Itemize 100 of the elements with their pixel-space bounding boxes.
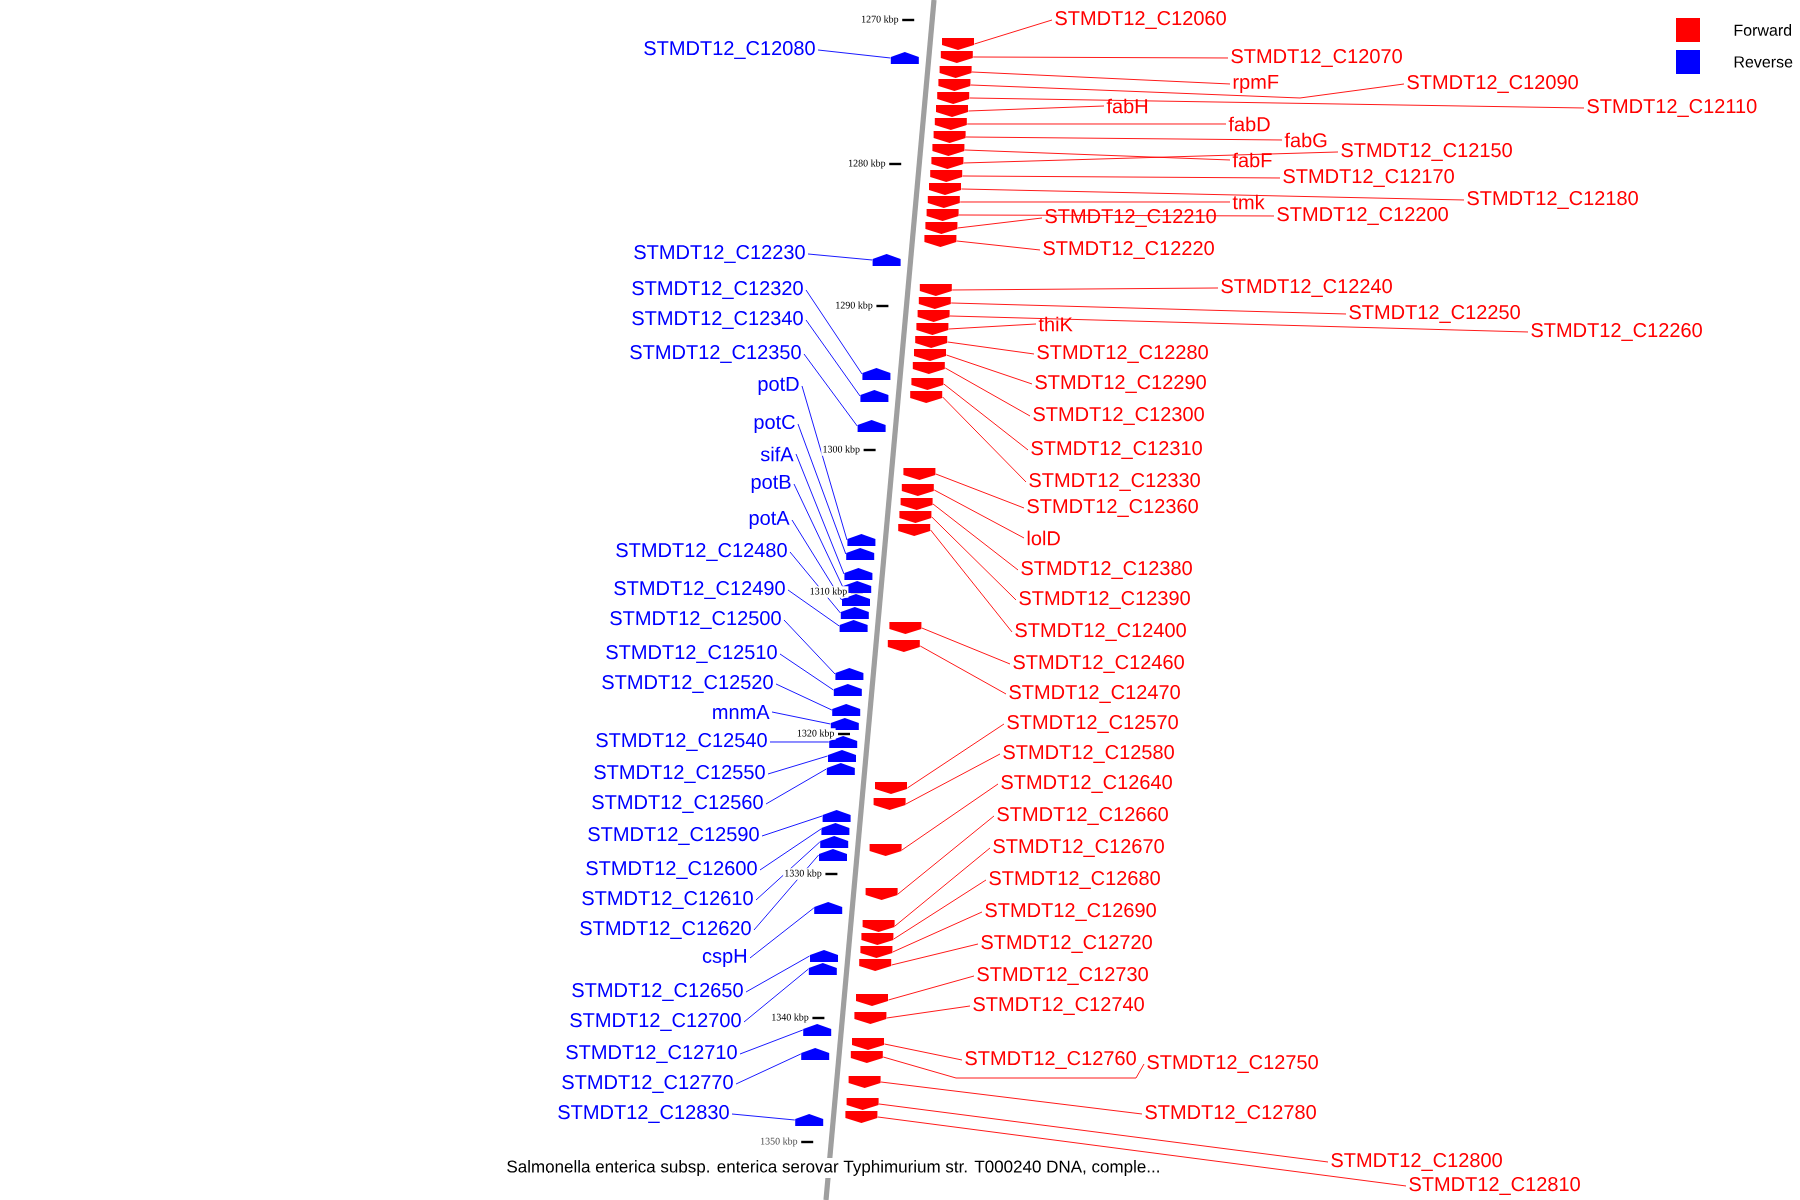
- gene-block: [934, 118, 967, 130]
- gene-label: STMDT12_C12220: [1043, 241, 1214, 259]
- leader-line: [761, 815, 823, 837]
- leader-line: [950, 302, 1347, 315]
- gene-label: STMDT12_C12110: [1587, 99, 1757, 117]
- leader-line: [919, 645, 1007, 695]
- gene-block: [887, 640, 920, 652]
- leader-line: [735, 1053, 802, 1085]
- leader-line: [932, 503, 1019, 571]
- gene-label: STMDT12_C12750: [1147, 1055, 1318, 1073]
- gene-block: [842, 594, 870, 606]
- gene-label: STMDT12_C12320: [632, 281, 803, 299]
- leader-line: [739, 1029, 804, 1055]
- gene-label: STMDT12_C12290: [1035, 375, 1206, 393]
- leader-line: [930, 529, 1013, 633]
- leader-line: [963, 151, 1339, 164]
- leader-line: [807, 253, 873, 261]
- gene-block: [845, 1111, 878, 1123]
- gene-label: STMDT12_C12510: [606, 645, 777, 663]
- gene-block: [901, 484, 934, 496]
- leader-line: [793, 483, 844, 588]
- gene-block: [846, 548, 875, 560]
- leader-line: [971, 71, 1231, 85]
- gene-label: STMDT12_C12400: [1015, 623, 1186, 641]
- gene-block: [826, 763, 855, 775]
- gene-block: [873, 798, 906, 810]
- gene-label: STMDT12_C12700: [570, 1013, 741, 1031]
- gene-block: [931, 157, 964, 169]
- leader-line: [789, 551, 841, 614]
- leader-line: [973, 19, 1053, 45]
- gene-block: [861, 933, 894, 945]
- leader-line: [882, 1056, 1145, 1079]
- gene-label: STMDT12_C12300: [1033, 407, 1204, 425]
- leader-line: [960, 188, 1465, 201]
- leader-line: [797, 423, 847, 555]
- gene-block: [936, 105, 968, 117]
- gene-block: [865, 888, 898, 900]
- gene-label: STMDT12_C12330: [1029, 473, 1200, 491]
- leader-line: [945, 354, 1033, 385]
- gene-label: STMDT12_C12550: [594, 765, 765, 783]
- leader-line: [880, 1081, 1143, 1115]
- gene-label: STMDT12_C12170: [1283, 169, 1454, 187]
- leader-line: [883, 1043, 963, 1061]
- gene-label: rpmF: [1233, 75, 1279, 93]
- gene-block: [930, 170, 963, 182]
- gene-label: STMDT12_C12610: [582, 891, 753, 909]
- gene-block: [847, 534, 876, 546]
- gene-block: [846, 1098, 879, 1110]
- leader-line: [894, 847, 991, 927]
- gene-label: STMDT12_C12620: [580, 921, 751, 939]
- gene-block: [900, 498, 933, 510]
- leader-line: [967, 105, 1105, 112]
- leader-line: [765, 768, 827, 805]
- gene-block: [829, 736, 858, 748]
- leader-line: [965, 136, 1283, 141]
- gene-block: [820, 836, 849, 848]
- gene-block: [835, 668, 864, 680]
- gene-block: [810, 950, 838, 962]
- gene-label: fabF: [1232, 152, 1272, 168]
- leader-line: [731, 1113, 796, 1121]
- gene-block: [918, 297, 951, 309]
- leader-line: [791, 519, 843, 601]
- gene-label: STMDT12_C12770: [562, 1075, 733, 1093]
- gene-label: STMDT12_C12490: [614, 581, 785, 599]
- gene-block: [924, 235, 957, 247]
- gene-block: [860, 946, 893, 958]
- leader-line: [951, 287, 1219, 291]
- leader-line: [949, 315, 1529, 333]
- leader-line: [783, 619, 836, 675]
- leader-line: [787, 589, 840, 627]
- legend-label: Reverse: [1734, 56, 1793, 68]
- gene-block: [862, 920, 895, 932]
- gene-label: STMDT12_C12800: [1331, 1153, 1502, 1171]
- gene-block: [862, 368, 891, 380]
- gene-block: [942, 38, 974, 50]
- gene-label: STMDT12_C12730: [977, 967, 1148, 985]
- gene-block: [926, 209, 959, 221]
- gene-label: potA: [749, 511, 790, 529]
- gene-label: thiK: [1038, 316, 1073, 332]
- leader-line: [886, 1005, 971, 1019]
- leader-line: [767, 755, 829, 775]
- gene-label: potB: [751, 475, 791, 493]
- leader-line: [817, 49, 891, 59]
- gene-label: STMDT12_C12520: [602, 675, 773, 693]
- gene-block: [938, 79, 971, 91]
- gene-block: [856, 994, 888, 1006]
- leader-line: [771, 711, 831, 725]
- leader-line: [892, 911, 983, 953]
- leader-line: [755, 841, 821, 901]
- gene-label: STMDT12_C12390: [1019, 591, 1190, 609]
- gene-label: STMDT12_C12590: [588, 827, 759, 845]
- gene-label: STMDT12_C12460: [1013, 655, 1184, 673]
- gene-block: [859, 959, 892, 971]
- gene-label: STMDT12_C12710: [566, 1045, 737, 1063]
- gene-label: potD: [758, 377, 799, 395]
- gene-label: STMDT12_C12340: [632, 311, 803, 329]
- gene-label: STMDT12_C12670: [993, 839, 1164, 857]
- leader-line: [966, 123, 1227, 125]
- gene-block: [919, 284, 952, 296]
- gene-block: [875, 782, 907, 794]
